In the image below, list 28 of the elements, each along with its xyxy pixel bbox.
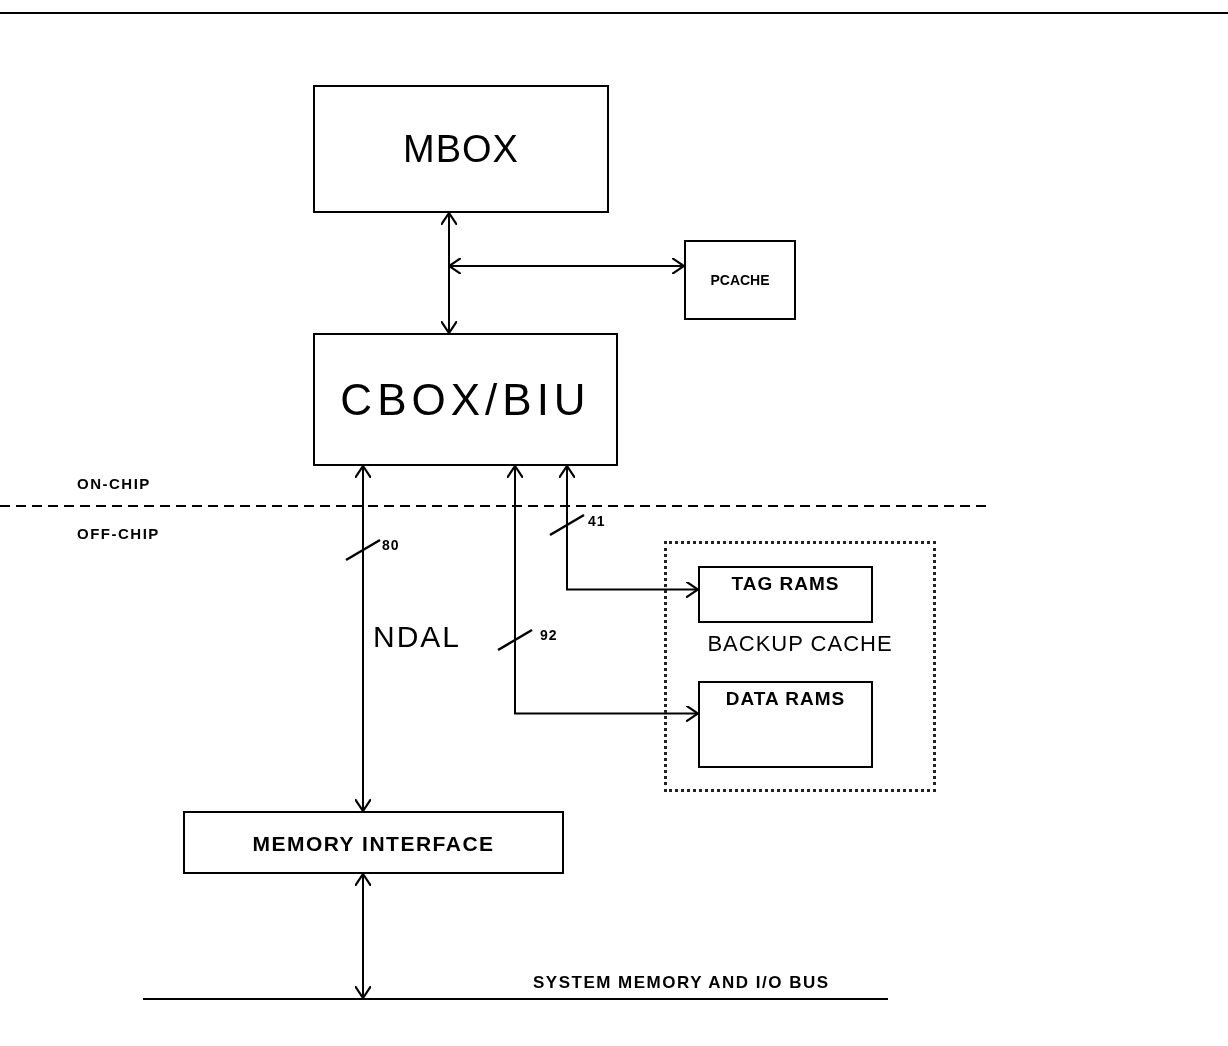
box-label: PCACHE [710,273,770,287]
process-box [698,681,873,768]
edge-label: 80 [382,538,400,552]
arrow [557,464,700,599]
arrow [439,211,459,335]
group-title: BACKUP CACHE [707,633,893,655]
bus-line [143,998,888,1000]
process-box [684,240,796,320]
box-label: CBOX/BIU [340,377,591,422]
edge-label: 41 [588,514,606,528]
arrow [505,464,700,723]
region-label: OFF-CHIP [77,526,160,541]
arrow [353,464,373,813]
box-label: MEMORY INTERFACE [252,832,495,853]
arrow [447,256,686,276]
process-box [313,85,609,213]
process-box [183,811,564,874]
edge-label: 92 [540,628,558,642]
process-box [313,333,618,466]
box-label: MBOX [403,130,519,168]
process-box [698,566,873,623]
box-label: DATA RAMS [725,689,846,708]
group-box [664,541,936,792]
bus-name: NDAL [373,622,462,652]
box-label: TAG RAMS [731,574,840,593]
arrow [353,872,373,1000]
bus-label: SYSTEM MEMORY AND I/O BUS [533,974,830,991]
region-label: ON-CHIP [77,476,151,491]
